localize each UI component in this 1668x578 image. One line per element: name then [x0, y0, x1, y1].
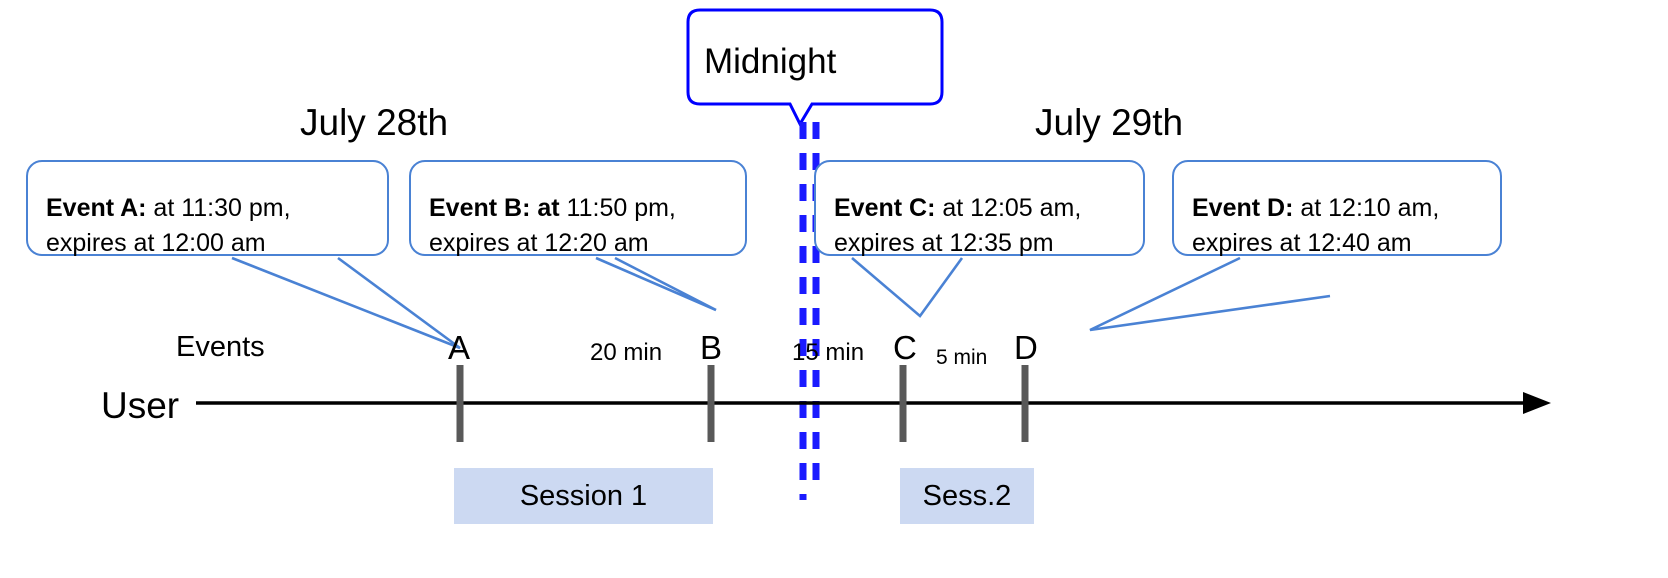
callout-event-d-text: Event D: at 12:10 am, expires at 12:40 a… [1192, 156, 1439, 261]
callout-event-d[interactable]: Event D: at 12:10 am, expires at 12:40 a… [1172, 160, 1502, 257]
callout-event-a-rest: at 11:30 pm, expires at 12:00 am [46, 193, 291, 257]
callout-event-a-text: Event A: at 11:30 pm, expires at 12:00 a… [46, 156, 291, 261]
leader-line-event-b [595, 256, 717, 312]
event-letter-a: A [448, 329, 471, 366]
timeline-arrowhead [1523, 392, 1551, 414]
event-letter-d: D [1014, 329, 1038, 366]
callout-event-c-text: Event C: at 12:05 am, expires at 12:35 p… [834, 156, 1081, 261]
gap-label-a-to-b: 20 min [590, 339, 663, 366]
row-label-events: Events [176, 331, 265, 363]
callout-event-d-rest: at 12:10 am, expires at 12:40 am [1192, 193, 1440, 257]
callout-event-b[interactable]: Event B: at 11:50 pm, expires at 12:20 a… [409, 160, 747, 257]
day-label-july-29: July 29th [1035, 102, 1184, 143]
leader-line-event-a [231, 256, 461, 350]
session-block-1[interactable]: Session 1 [454, 468, 713, 524]
callout-event-c-bold: Event C: [834, 193, 936, 222]
gap-label-c-to-d: 5 min [936, 346, 988, 369]
leader-line-event-c [851, 257, 964, 318]
leader-line-event-d [1089, 256, 1331, 332]
callout-event-c-rest: at 12:05 am, expires at 12:35 pm [834, 193, 1082, 257]
callout-event-c[interactable]: Event C: at 12:05 am, expires at 12:35 p… [814, 160, 1145, 257]
callout-event-a[interactable]: Event A: at 11:30 pm, expires at 12:00 a… [26, 160, 389, 257]
session-block-1-label: Session 1 [519, 479, 648, 512]
gap-label-b-to-c: 15 min [792, 339, 865, 366]
midnight-label: Midnight [704, 42, 837, 81]
callout-event-a-bold: Event A: [46, 193, 147, 222]
callout-event-b-bold: Event B: at [429, 193, 560, 222]
callout-event-b-rest: 11:50 pm, expires at 12:20 am [429, 193, 676, 257]
event-letter-c: C [893, 329, 917, 366]
row-label-user: User [101, 385, 180, 426]
callout-event-d-bold: Event D: [1192, 193, 1294, 222]
callout-event-b-text: Event B: at 11:50 pm, expires at 12:20 a… [429, 156, 676, 261]
session-block-2-label: Sess.2 [922, 479, 1012, 512]
session-block-2[interactable]: Sess.2 [900, 468, 1034, 524]
day-label-july-28: July 28th [300, 102, 449, 143]
event-letter-b: B [700, 329, 723, 366]
